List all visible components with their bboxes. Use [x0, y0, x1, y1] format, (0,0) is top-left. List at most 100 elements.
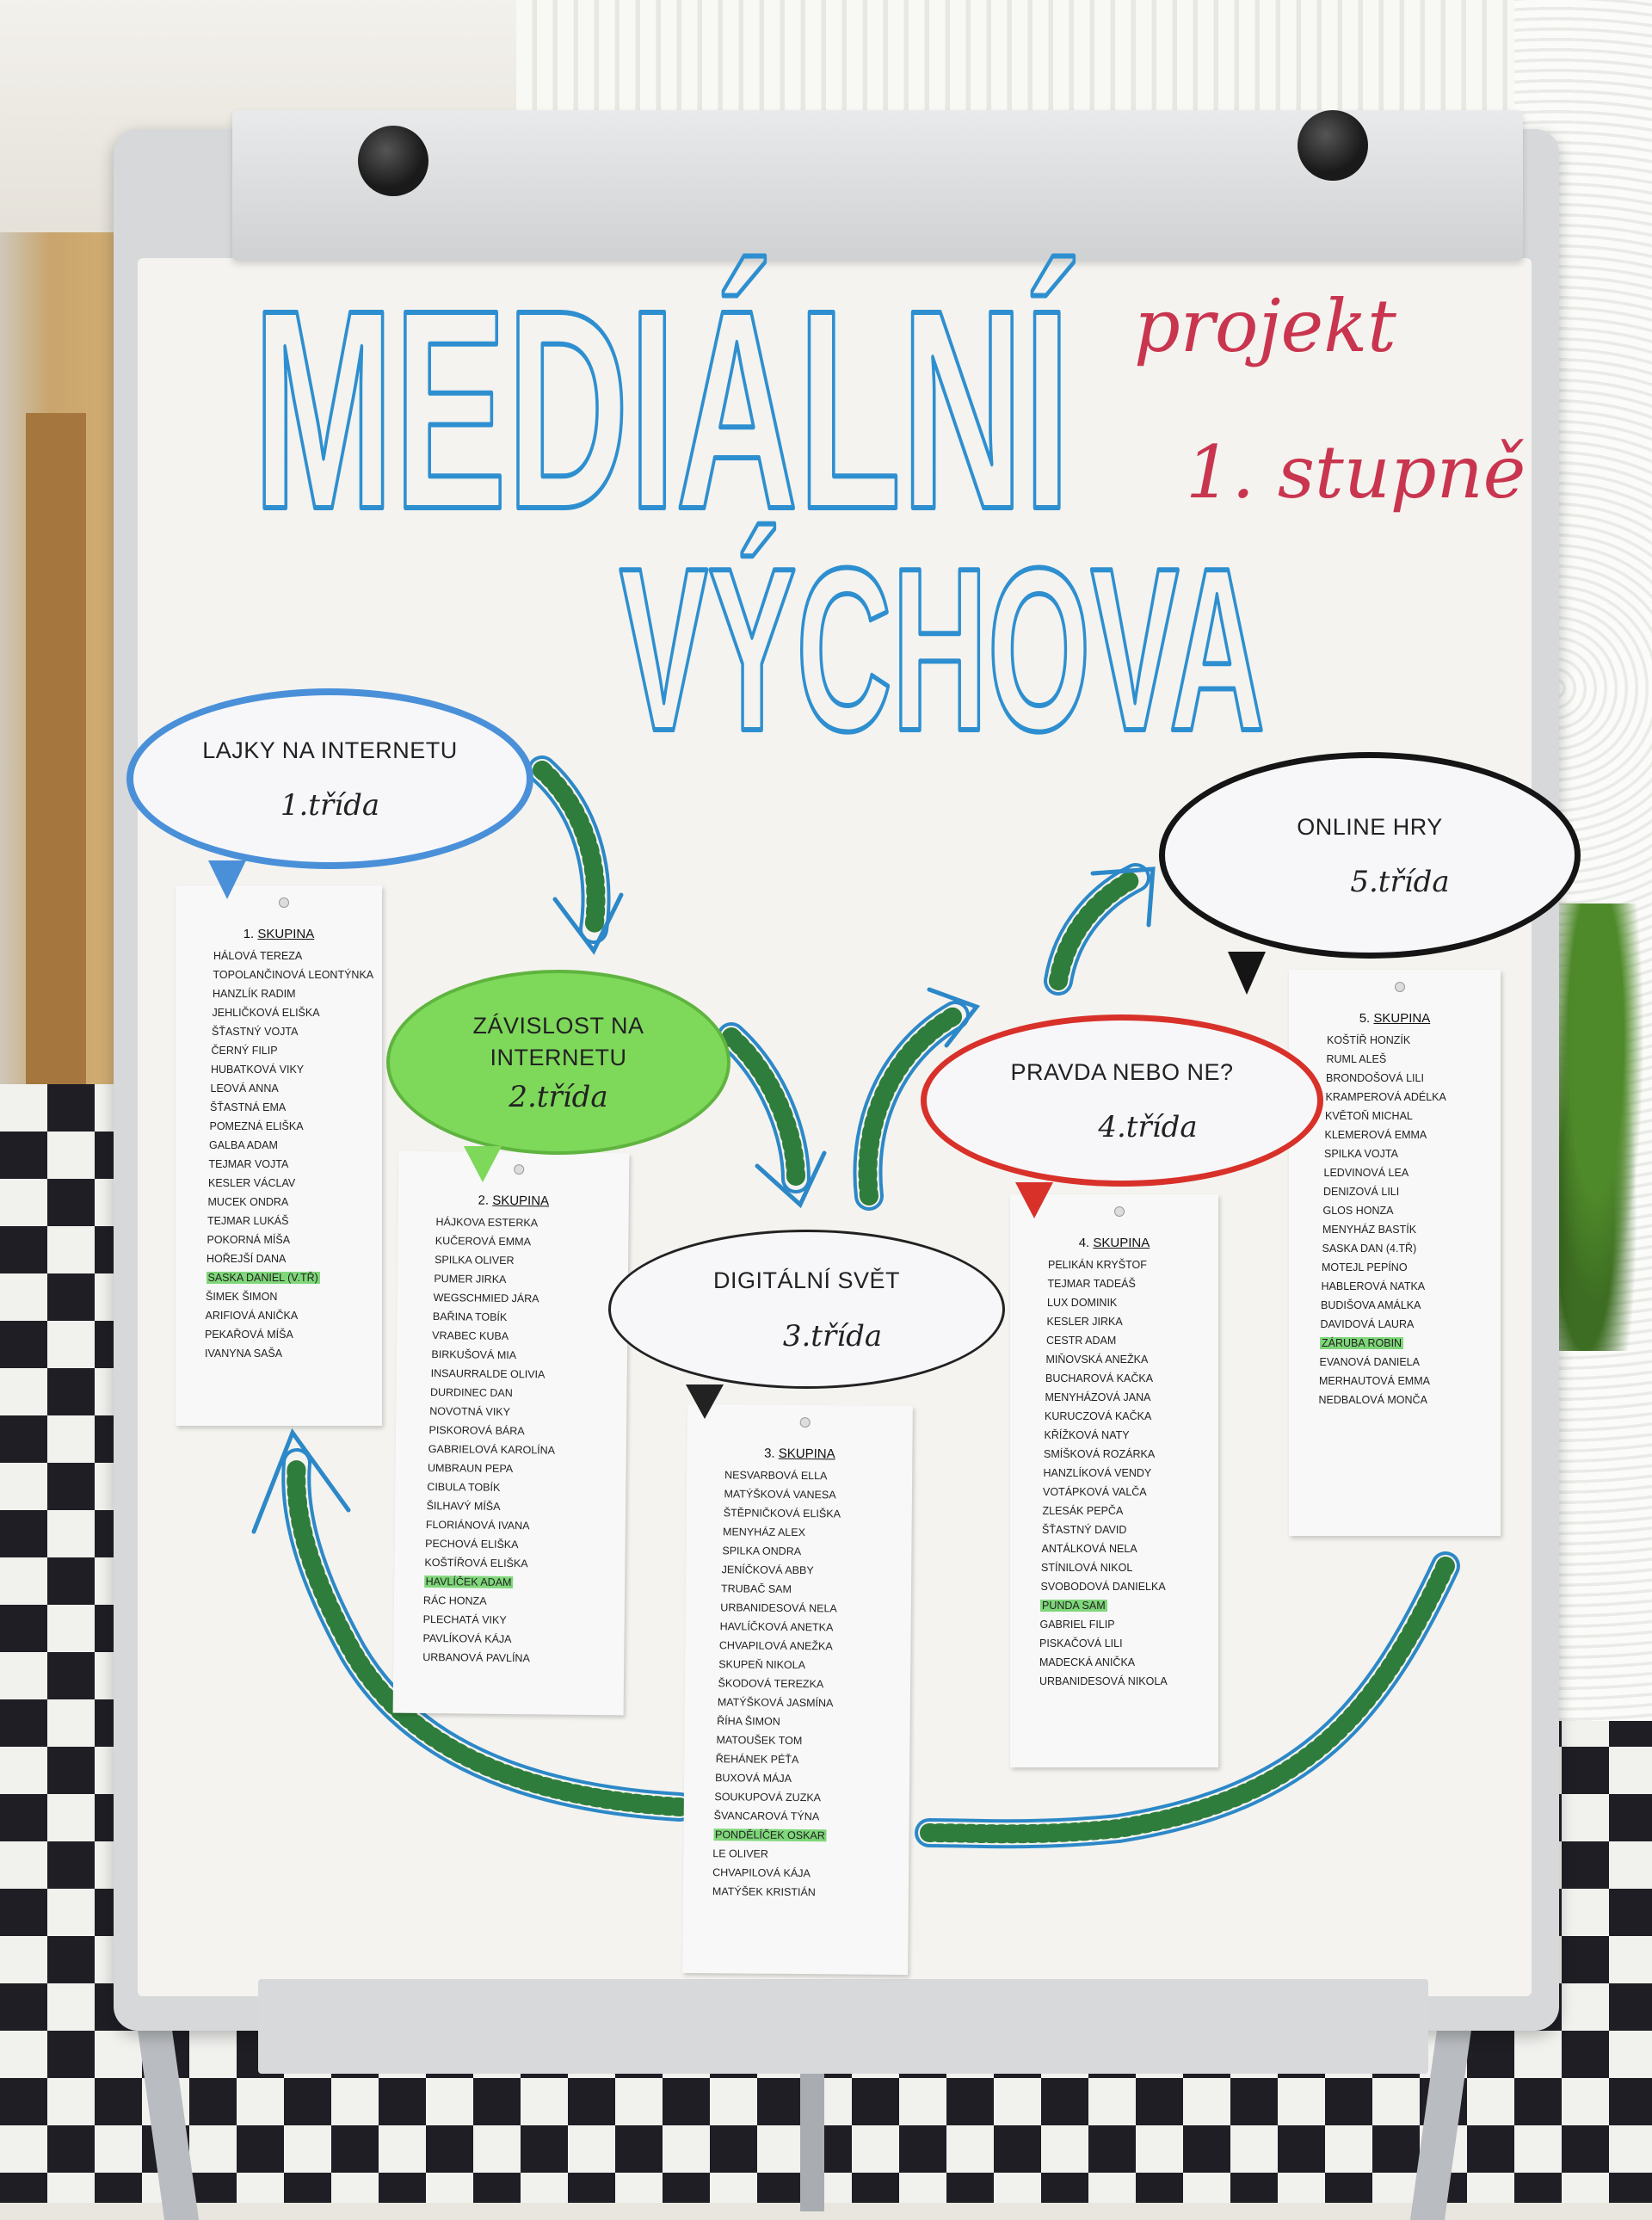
member-name-text: VOTÁPKOVÁ VALČA — [1043, 1486, 1147, 1498]
member-name: BUDIŠOVA AMÁLKA — [1318, 1296, 1501, 1315]
member-name: PISKAČOVÁ LILI — [1039, 1634, 1218, 1653]
member-name: SPILKA VOJTA — [1318, 1144, 1501, 1163]
lace-curtain — [516, 0, 1652, 120]
member-name-text: FLORIÁNOVÁ IVANA — [425, 1518, 530, 1532]
topic-title: DIGITÁLNÍ SVĚT — [712, 1267, 901, 1294]
group-label: SKUPINA — [1373, 1011, 1431, 1026]
member-name: SOUKUPOVÁ ZUZKA — [713, 1787, 909, 1808]
member-name-text: KESLER JIRKA — [1046, 1316, 1123, 1328]
member-name: TRUBAČ SAM — [715, 1579, 911, 1600]
member-name-text: NESVARBOVÁ ELLA — [724, 1469, 828, 1483]
member-name: ŠVANCAROVÁ TÝNA — [713, 1806, 909, 1827]
member-name: LEOVÁ ANNA — [205, 1079, 382, 1098]
member-name-text: VRABEC KUBA — [432, 1329, 509, 1342]
member-name-text: NOVOTNÁ VIKY — [429, 1405, 511, 1418]
title-line-2: VÝCHOVA — [620, 521, 1265, 780]
member-name: ŠŤASTNÝ VOJTA — [205, 1022, 382, 1041]
member-name: VOTÁPKOVÁ VALČA — [1039, 1483, 1218, 1502]
member-name-text: MOTEJL PEPÍNO — [1322, 1261, 1408, 1273]
member-name-text: SASKA DAN (4.TŘ) — [1322, 1243, 1417, 1255]
member-name: INSAURRALDE OLIVIA — [426, 1364, 627, 1384]
member-name: TEJMAR TADEÁŠ — [1039, 1274, 1218, 1293]
member-name: BUXOVÁ MÁJA — [713, 1768, 909, 1789]
member-name: KRAMPEROVÁ ADÉLKA — [1318, 1088, 1501, 1107]
member-name-text: IVANYNA SAŠA — [205, 1347, 283, 1360]
arrow-3-to-4-icon — [853, 987, 981, 1211]
member-name-text: KOŠTÍŘOVÁ ELIŠKA — [424, 1556, 528, 1570]
member-name: UMBRAUN PEPA — [424, 1458, 626, 1479]
bubble-tail — [464, 1146, 502, 1182]
member-name: GALBA ADAM — [205, 1136, 382, 1155]
member-name: HUBATKOVÁ VIKY — [205, 1060, 382, 1079]
member-name-text: HABLEROVÁ NATKA — [1321, 1280, 1426, 1292]
bubble-tail — [686, 1384, 724, 1419]
arrow-1-to-2-icon — [527, 755, 624, 955]
member-name: CIBULA TOBÍK — [424, 1477, 626, 1498]
member-name-text: LEDVINOVÁ LEA — [1323, 1167, 1409, 1179]
member-name-text: ŠŤASTNÝ VOJTA — [212, 1026, 299, 1038]
member-name: DENIZOVÁ LILI — [1318, 1182, 1501, 1201]
member-name: HAVLÍČKOVÁ ANETKA — [715, 1617, 911, 1637]
member-name-highlighted: PONDĚLÍČEK OSKAR — [712, 1825, 909, 1846]
member-name-text: BUXOVÁ MÁJA — [715, 1772, 792, 1785]
member-name-text: SMÍŠKOVÁ ROZÁRKA — [1044, 1448, 1156, 1460]
bubble-tail — [1228, 952, 1266, 995]
member-name: ANTÁLKOVÁ NELA — [1039, 1539, 1218, 1558]
member-name-text: CESTR ADAM — [1046, 1335, 1117, 1347]
member-name: MOTEJL PEPÍNO — [1318, 1258, 1501, 1277]
member-name: HANZLÍKOVÁ VENDY — [1039, 1464, 1218, 1483]
member-name: KESLER JIRKA — [1039, 1312, 1218, 1331]
member-name: STÍNILOVÁ NIKOL — [1039, 1558, 1218, 1577]
group-number: 1. — [243, 927, 258, 941]
pin-icon — [279, 897, 289, 908]
member-name-text: PAVLÍKOVÁ KÁJA — [422, 1631, 512, 1646]
member-name-text: URBANOVÁ PAVLÍNA — [422, 1650, 530, 1665]
member-name: PLECHATÁ VIKY — [423, 1610, 625, 1631]
member-name-text: HÁLOVÁ TEREZA — [213, 950, 303, 962]
member-name: HOŘEJŠÍ DANA — [205, 1249, 382, 1268]
member-name: PISKOROVÁ BÁRA — [425, 1421, 626, 1441]
member-name-text: RUML ALEŠ — [1326, 1053, 1387, 1065]
member-name-text: KESLER VÁCLAV — [208, 1177, 296, 1189]
member-name-text: URBANIDESOVÁ NELA — [720, 1601, 837, 1615]
topic-title: ONLINE HRY — [1297, 813, 1443, 840]
group-label: SKUPINA — [778, 1446, 835, 1462]
group-heading: 1. SKUPINA — [176, 927, 382, 941]
member-name: TOPOLANČINOVÁ LEONTÝNKA — [205, 965, 382, 984]
member-name-text: GABRIEL FILIP — [1039, 1619, 1115, 1631]
member-name: ŘEHÁNEK PÉŤA — [713, 1749, 909, 1770]
member-name-text: ČERNÝ FILIP — [211, 1045, 278, 1057]
pin-icon — [1114, 1206, 1125, 1217]
member-name-text: HAVLÍČKOVÁ ANETKA — [719, 1620, 834, 1634]
member-name-text: BIRKUŠOVÁ MIA — [431, 1348, 517, 1362]
member-name: KLEMEROVÁ EMMA — [1318, 1125, 1501, 1144]
member-name-text: ŠŤASTNÝ DAVID — [1042, 1524, 1127, 1536]
member-name: MATÝŠKOVÁ VANESA — [716, 1484, 912, 1505]
member-name-text: TEJMAR TADEÁŠ — [1047, 1278, 1136, 1290]
member-name-text: KLEMEROVÁ EMMA — [1324, 1129, 1427, 1141]
member-name: CESTR ADAM — [1039, 1331, 1218, 1350]
member-name: SKUPEŇ NIKOLA — [714, 1655, 910, 1675]
member-name: JENÍČKOVÁ ABBY — [715, 1560, 911, 1581]
member-name: TEJMAR VOJTA — [205, 1155, 382, 1174]
member-name-text: SPILKA ONDRA — [722, 1545, 802, 1558]
clamp-knob[interactable] — [358, 126, 428, 196]
topic-bubble-2: ZÁVISLOST NA INTERNETU 2.třída — [386, 970, 730, 1182]
member-name-text: ŘEHÁNEK PÉŤA — [715, 1753, 799, 1767]
member-name: ŠKODOVÁ TEREZKA — [714, 1674, 910, 1694]
member-name-text: MIŇOVSKÁ ANEŽKA — [1045, 1354, 1149, 1366]
clamp-knob[interactable] — [1298, 110, 1368, 181]
member-name-text: MATOUŠEK TOM — [716, 1734, 803, 1748]
member-name: DURDINEC DAN — [425, 1383, 626, 1403]
member-name: TEJMAR LUKÁŠ — [205, 1212, 382, 1230]
member-name-text: GLOS HONZA — [1322, 1205, 1394, 1217]
arrow-return-bottom-icon — [915, 1551, 1460, 1849]
member-name: BAŘINA TOBÍK — [426, 1307, 627, 1328]
member-name-text: GALBA ADAM — [209, 1139, 278, 1151]
member-name: KESLER VÁCLAV — [205, 1174, 382, 1193]
member-name-text: KUČEROVÁ EMMA — [435, 1235, 532, 1249]
member-name-text: ŠIMEK ŠIMON — [206, 1291, 278, 1303]
